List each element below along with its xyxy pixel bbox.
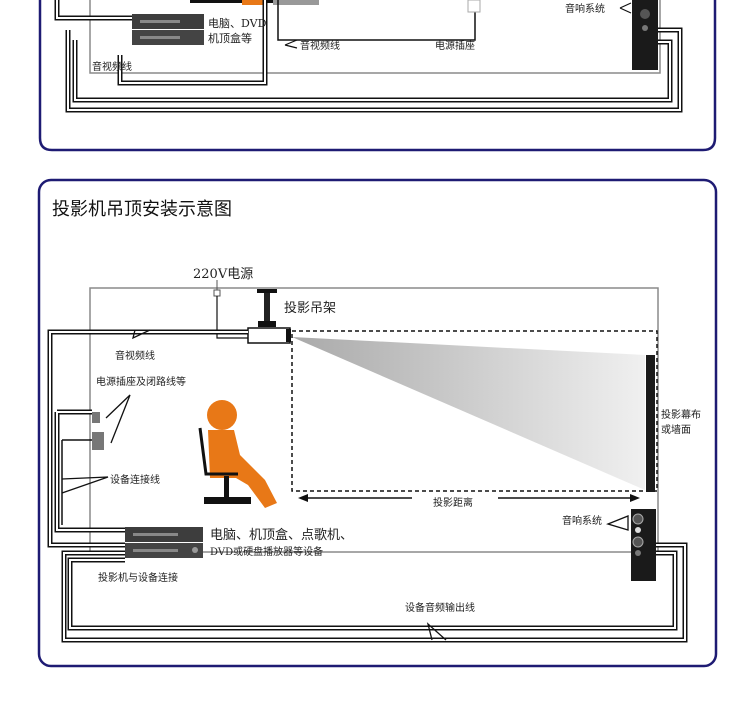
top-panel: 电脑、DVD 机顶盒等 音视频线 电源插座 音响系统 音视频线 xyxy=(38,0,717,152)
top-device-stack-icon xyxy=(132,14,204,45)
bottom-panel: 投影机吊顶安装示意图 投影距离 220V电源 xyxy=(37,178,718,668)
projector-icon xyxy=(247,327,291,344)
av-cable-label: 音视频线 xyxy=(115,349,155,362)
power-220v-label: 220V电源 xyxy=(193,267,253,282)
room-outline xyxy=(89,287,659,553)
wall-socket-icon xyxy=(92,432,104,450)
projector-device-link-label: 投影机与设备连接 xyxy=(98,571,178,584)
top-panel-border xyxy=(38,0,717,152)
throw-distance-arrow xyxy=(298,494,640,502)
ceiling-mount-icon xyxy=(257,289,277,327)
device-cable-label: 设备连接线 xyxy=(110,473,160,486)
top-av-cable-left-label: 音视频线 xyxy=(92,60,132,73)
throw-distance-label: 投影距离 xyxy=(433,496,473,509)
power-socket-cable-label: 电源插座及闭路线等 xyxy=(96,375,186,388)
devices-label-2: DVD或硬盘播放器等设备 xyxy=(210,545,323,558)
wall-socket-icon xyxy=(92,412,100,423)
top-speaker-label: 音响系统 xyxy=(565,2,605,15)
diagram-title: 投影机吊顶安装示意图 xyxy=(52,199,232,220)
projection-area-outline xyxy=(291,330,658,492)
projection-screen xyxy=(646,355,655,492)
device-stack-icon xyxy=(125,527,203,558)
bottom-panel-border xyxy=(37,178,718,668)
devices-label-1: 电脑、机顶盒、点歌机、 xyxy=(210,527,353,543)
screen-label-1: 投影幕布 xyxy=(661,408,701,421)
speaker-icon xyxy=(631,509,656,581)
top-object-fragment xyxy=(273,0,319,5)
audio-output-cable-label: 设备音频输出线 xyxy=(405,601,475,614)
ceiling-mount-label: 投影吊架 xyxy=(284,300,336,316)
top-room-outline xyxy=(89,0,661,74)
top-devices-label-1: 电脑、DVD xyxy=(208,17,267,30)
top-av-cable-label: 音视频线 xyxy=(300,39,340,52)
top-person-fragment xyxy=(242,0,264,5)
top-power-socket-icon xyxy=(467,0,481,13)
top-power-socket-label: 电源插座 xyxy=(435,39,475,52)
screen-label-2: 或墙面 xyxy=(661,423,691,436)
speaker-label: 音响系统 xyxy=(562,514,602,527)
projection-beam xyxy=(292,337,645,490)
power-plug-icon xyxy=(213,289,221,297)
top-speaker-icon xyxy=(632,0,658,70)
top-devices-label-2: 机顶盒等 xyxy=(208,31,252,45)
seated-person-icon xyxy=(198,400,277,508)
